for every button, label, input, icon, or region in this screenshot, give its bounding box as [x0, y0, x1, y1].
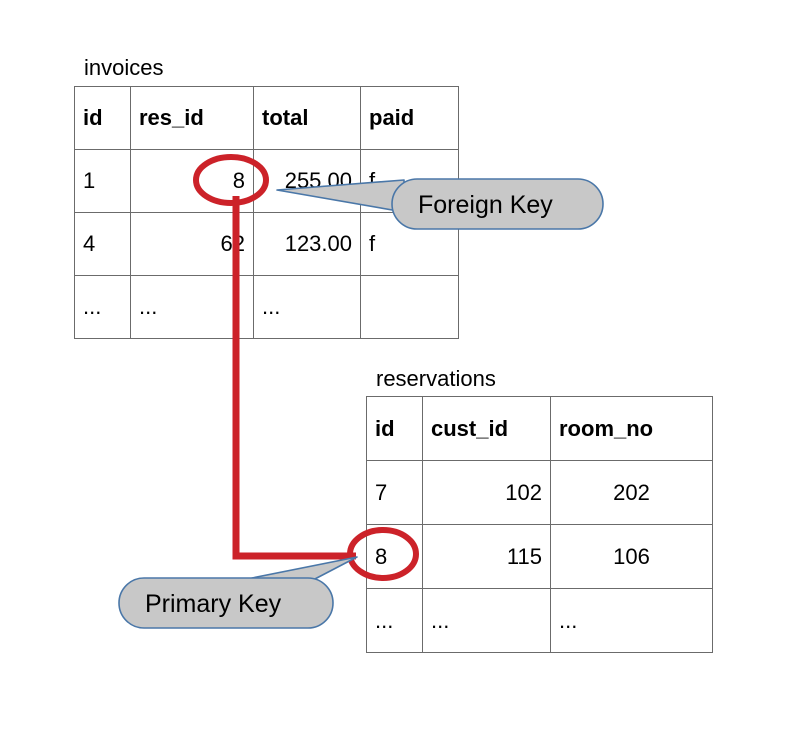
column-header-cust-id: cust_id [422, 396, 551, 461]
primary-key-callout-label: Primary Key [145, 590, 282, 618]
table-row: 1 8 255.00 f [74, 149, 459, 213]
cell-cust-id: 102 [422, 460, 551, 525]
column-header-id: id [366, 396, 423, 461]
cell-total: ... [253, 275, 361, 339]
cell-cust-id: ... [422, 588, 551, 653]
primary-key-callout-tail [251, 556, 358, 593]
cell-room-no: 202 [550, 460, 713, 525]
table-row: 7 102 202 [366, 460, 713, 525]
cell-id: ... [74, 275, 131, 339]
invoices-table-title: invoices [84, 55, 164, 80]
foreign-key-callout-label: Foreign Key [418, 191, 553, 219]
cell-res-id: 8 [130, 149, 254, 213]
invoices-table: id res_id total paid 1 8 255.00 f 4 62 1… [74, 86, 459, 339]
table-row-ellipsis: ... ... ... [74, 275, 459, 339]
cell-total: 123.00 [253, 212, 361, 276]
cell-total: 255.00 [253, 149, 361, 213]
cell-id: ... [366, 588, 423, 653]
column-header-res-id: res_id [130, 86, 254, 150]
cell-id: 7 [366, 460, 423, 525]
column-header-total: total [253, 86, 361, 150]
cell-paid: f [360, 212, 459, 276]
table-header-row: id res_id total paid [74, 86, 459, 150]
column-header-room-no: room_no [550, 396, 713, 461]
cell-paid [360, 275, 459, 339]
table-row: 4 62 123.00 f [74, 212, 459, 276]
cell-id: 1 [74, 149, 131, 213]
column-header-id: id [74, 86, 131, 150]
table-header-row: id cust_id room_no [366, 396, 713, 461]
column-header-paid: paid [360, 86, 459, 150]
reservations-table: id cust_id room_no 7 102 202 8 115 106 .… [366, 396, 713, 653]
table-row-ellipsis: ... ... ... [366, 588, 713, 653]
table-row: 8 115 106 [366, 524, 713, 589]
cell-cust-id: 115 [422, 524, 551, 589]
cell-res-id: ... [130, 275, 254, 339]
cell-id: 8 [366, 524, 423, 589]
cell-res-id: 62 [130, 212, 254, 276]
cell-room-no: 106 [550, 524, 713, 589]
cell-room-no: ... [550, 588, 713, 653]
cell-id: 4 [74, 212, 131, 276]
reservations-table-title: reservations [376, 366, 496, 391]
